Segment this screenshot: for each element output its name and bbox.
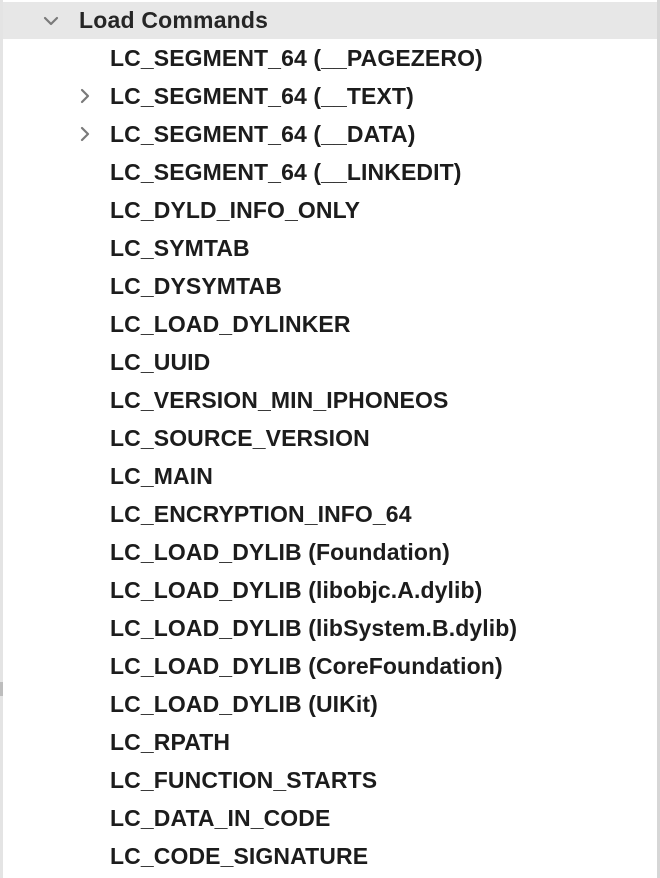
right-divider	[657, 0, 660, 878]
list-item-label: LC_SYMTAB	[110, 234, 250, 261]
list-item[interactable]: LC_CODE_SIGNATURE	[3, 837, 657, 875]
list-item[interactable]: LC_SYMTAB	[3, 229, 657, 267]
list-item-label: LC_DATA_IN_CODE	[110, 804, 331, 831]
list-item-label: LC_SOURCE_VERSION	[110, 424, 370, 451]
list-item-label: LC_MAIN	[110, 462, 213, 489]
list-item-label: LC_LOAD_DYLIB (libSystem.B.dylib)	[110, 614, 518, 641]
list-item-label: LC_SEGMENT_64 (__PAGEZERO)	[110, 44, 483, 71]
list-item-label: LC_LOAD_DYLIB (Foundation)	[110, 538, 450, 565]
chevron-right-icon[interactable]	[76, 125, 94, 143]
list-item-label: LC_LOAD_DYLIB (CoreFoundation)	[110, 652, 503, 679]
list-item[interactable]: LC_VERSION_MIN_IPHONEOS	[3, 381, 657, 419]
list-item[interactable]: LC_LOAD_DYLINKER	[3, 305, 657, 343]
list-item-label: LC_DYSYMTAB	[110, 272, 282, 299]
list-item-label: LC_LOAD_DYLIB (UIKit)	[110, 690, 378, 717]
list-item[interactable]: LC_LOAD_DYLIB (libobjc.A.dylib)	[3, 571, 657, 609]
left-divider	[0, 0, 3, 878]
list-item[interactable]: LC_LOAD_DYLIB (UIKit)	[3, 685, 657, 723]
list-item-label: LC_SEGMENT_64 (__DATA)	[110, 120, 416, 147]
chevron-right-icon[interactable]	[76, 87, 94, 105]
list-item-label: LC_VERSION_MIN_IPHONEOS	[110, 386, 449, 413]
list-item[interactable]: LC_SEGMENT_64 (__PAGEZERO)	[3, 39, 657, 77]
load-command-list: LC_SEGMENT_64 (__PAGEZERO) LC_SEGMENT_64 …	[3, 39, 657, 875]
load-commands-group-header[interactable]: Load Commands	[3, 2, 657, 39]
list-item[interactable]: LC_SEGMENT_64 (__LINKEDIT)	[3, 153, 657, 191]
list-item-label: LC_SEGMENT_64 (__TEXT)	[110, 82, 414, 109]
list-item[interactable]: LC_SEGMENT_64 (__TEXT)	[3, 77, 657, 115]
chevron-down-icon[interactable]	[42, 12, 60, 30]
list-item[interactable]: LC_UUID	[3, 343, 657, 381]
group-title: Load Commands	[79, 7, 269, 33]
list-item-label: LC_UUID	[110, 348, 211, 375]
list-item-label: LC_SEGMENT_64 (__LINKEDIT)	[110, 158, 462, 185]
list-item[interactable]: LC_LOAD_DYLIB (libSystem.B.dylib)	[3, 609, 657, 647]
split-handle[interactable]	[0, 682, 3, 696]
list-item[interactable]: LC_DATA_IN_CODE	[3, 799, 657, 837]
list-item[interactable]: LC_ENCRYPTION_INFO_64	[3, 495, 657, 533]
list-item[interactable]: LC_DYLD_INFO_ONLY	[3, 191, 657, 229]
list-item[interactable]: LC_SEGMENT_64 (__DATA)	[3, 115, 657, 153]
list-item[interactable]: LC_LOAD_DYLIB (Foundation)	[3, 533, 657, 571]
list-item-label: LC_LOAD_DYLINKER	[110, 310, 351, 337]
list-item[interactable]: LC_LOAD_DYLIB (CoreFoundation)	[3, 647, 657, 685]
list-item-label: LC_DYLD_INFO_ONLY	[110, 196, 361, 223]
list-item[interactable]: LC_DYSYMTAB	[3, 267, 657, 305]
list-item-label: LC_ENCRYPTION_INFO_64	[110, 500, 412, 527]
list-item[interactable]: LC_RPATH	[3, 723, 657, 761]
list-item-label: LC_RPATH	[110, 728, 231, 755]
list-item[interactable]: LC_SOURCE_VERSION	[3, 419, 657, 457]
list-item[interactable]: LC_MAIN	[3, 457, 657, 495]
list-item[interactable]: LC_FUNCTION_STARTS	[3, 761, 657, 799]
list-item-label: LC_LOAD_DYLIB (libobjc.A.dylib)	[110, 576, 483, 603]
list-item-label: LC_FUNCTION_STARTS	[110, 766, 378, 793]
list-item-label: LC_CODE_SIGNATURE	[110, 842, 369, 869]
